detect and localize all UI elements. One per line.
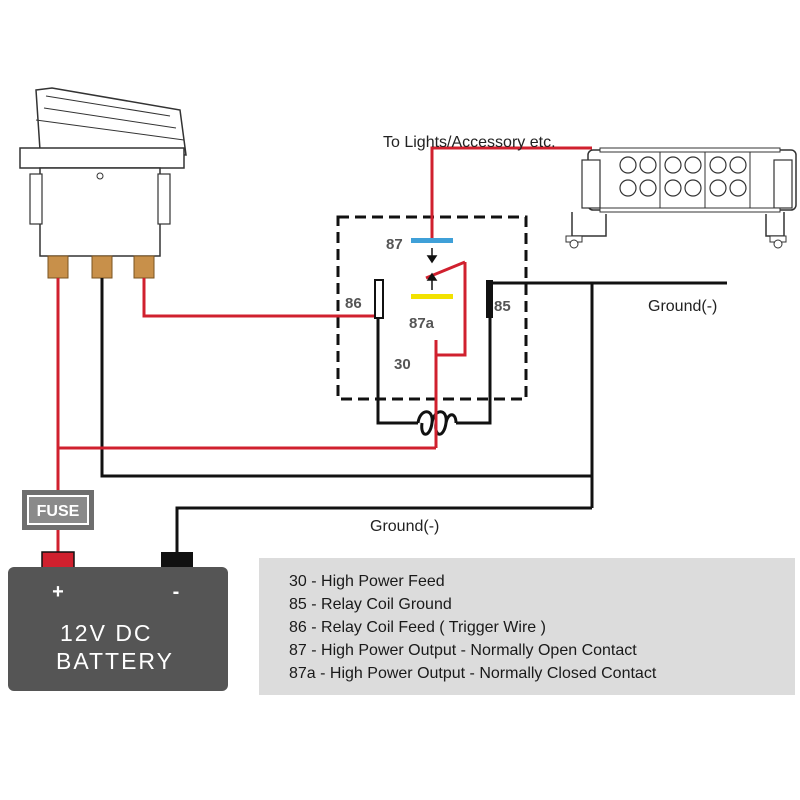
- to-lights-label: To Lights/Accessory etc.: [383, 134, 556, 151]
- arrow-icon: [426, 248, 438, 290]
- switch-terminal-right: [133, 255, 155, 279]
- legend-item-87: 87 - High Power Output - Normally Open C…: [289, 642, 637, 659]
- fuse-label: FUSE: [37, 503, 80, 520]
- red-wires: [56, 146, 592, 556]
- battery-negative-terminal: [161, 552, 193, 568]
- switch-terminal-left: [47, 255, 69, 279]
- ground-label-right: Ground(-): [648, 298, 717, 315]
- pin-label-86: 86: [345, 295, 362, 312]
- pin-label-87a: 87a: [409, 315, 435, 332]
- battery-positive-terminal: [41, 551, 75, 569]
- battery-plus-label: +: [52, 581, 64, 603]
- switch-terminal-middle: [91, 255, 113, 279]
- battery-name-label: BATTERY: [56, 648, 174, 674]
- ground-label-bottom: Ground(-): [370, 518, 439, 535]
- battery-voltage-label: 12V DC: [60, 620, 153, 646]
- contact-87a: [411, 294, 453, 299]
- pin-label-87: 87: [386, 236, 403, 253]
- pin-label-85: 85: [494, 298, 511, 315]
- contact-87: [411, 238, 453, 243]
- legend-item-87a: 87a - High Power Output - Normally Close…: [289, 665, 657, 682]
- legend-item-86: 86 - Relay Coil Feed ( Trigger Wire ): [289, 619, 546, 636]
- battery: + - 12V DC BATTERY: [8, 551, 228, 691]
- pin-legend: 30 - High Power Feed 85 - Relay Coil Gro…: [259, 558, 795, 695]
- rocker-switch: [19, 87, 187, 279]
- pin-85-terminal: [486, 280, 493, 318]
- legend-item-30: 30 - High Power Feed: [289, 573, 445, 590]
- battery-minus-label: -: [173, 581, 180, 603]
- pin-label-30: 30: [394, 356, 411, 373]
- legend-item-85: 85 - Relay Coil Ground: [289, 596, 452, 613]
- black-wires: [100, 278, 727, 556]
- light-bar: [565, 147, 797, 249]
- pin-86-terminal: [374, 279, 384, 319]
- fuse: FUSE: [22, 490, 94, 530]
